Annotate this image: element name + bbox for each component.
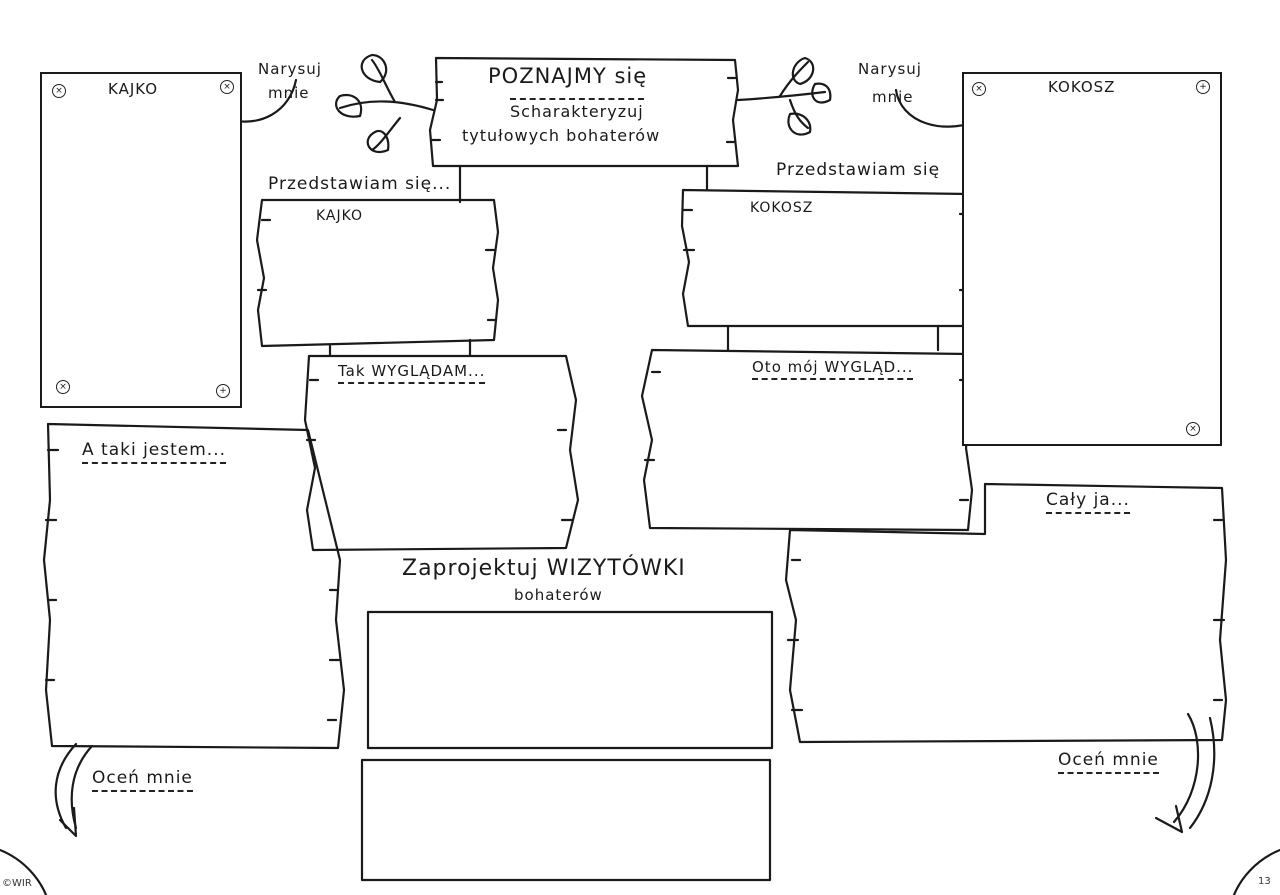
header-title: POZNAJMY się	[488, 64, 648, 88]
right-looks-heading: Oto mój WYGLĄD...	[752, 358, 914, 380]
business-cards-subtitle: bohaterów	[514, 586, 603, 604]
business-card-2	[360, 758, 772, 882]
right-looks-answer-area[interactable]	[660, 392, 960, 520]
left-character-answer-area[interactable]	[62, 480, 328, 736]
screw-icon: +	[216, 384, 230, 398]
right-rate-label: Oceń mnie	[1058, 750, 1159, 774]
screw-icon: +	[1196, 80, 1210, 94]
right-portrait-label: KOKOSZ	[1048, 78, 1116, 96]
business-card-2-area[interactable]	[366, 764, 766, 876]
left-intro-plank	[255, 198, 500, 348]
screw-icon: ×	[220, 80, 234, 94]
right-draw-prompt-line1: Narysuj	[858, 60, 922, 78]
left-looks-heading: Tak WYGLĄDAM...	[338, 362, 486, 384]
arrow-down-right	[1172, 712, 1216, 830]
right-intro-heading: Przedstawiam się	[776, 160, 941, 180]
header-subtitle-line1: Scharakteryzuj	[510, 98, 644, 121]
business-card-1-area[interactable]	[372, 616, 768, 744]
right-character-plank	[784, 482, 1228, 744]
right-intro-answer-area[interactable]	[696, 224, 956, 318]
right-intro-name: KOKOSZ	[750, 200, 814, 216]
left-portrait-label: KAJKO	[108, 80, 159, 98]
screw-icon: ×	[1186, 422, 1200, 436]
left-intro-name: KAJKO	[316, 208, 364, 224]
screw-icon: ×	[972, 82, 986, 96]
left-draw-prompt-line1: Narysuj	[258, 60, 322, 78]
left-character-plank	[42, 422, 346, 750]
screw-icon: ×	[52, 84, 66, 98]
left-looks-plank	[303, 354, 580, 552]
branch-right	[736, 60, 827, 130]
header-plank	[428, 56, 740, 168]
page-number: 13	[1258, 876, 1271, 887]
right-draw-prompt-line2: mnie	[872, 88, 914, 106]
business-card-1	[366, 610, 774, 750]
left-portrait-frame[interactable]	[40, 72, 242, 408]
header-subtitle-line2: tytułowych bohaterów	[462, 126, 661, 145]
copyright-mark: ©WIR	[2, 878, 32, 889]
left-intro-heading: Przedstawiam się...	[268, 174, 452, 194]
left-looks-answer-area[interactable]	[322, 394, 562, 540]
right-character-answer-area[interactable]	[806, 548, 1212, 730]
screw-icon: ×	[56, 380, 70, 394]
business-cards-title: Zaprojektuj WIZYTÓWKI	[402, 556, 686, 581]
left-intro-answer-area[interactable]	[272, 232, 482, 332]
right-character-heading: Cały ja...	[1046, 490, 1130, 514]
left-rate-label: Oceń mnie	[92, 768, 193, 792]
left-character-heading: A taki jestem...	[82, 440, 227, 464]
right-portrait-frame[interactable]	[962, 72, 1222, 446]
left-draw-prompt-line2: mnie	[268, 84, 310, 102]
